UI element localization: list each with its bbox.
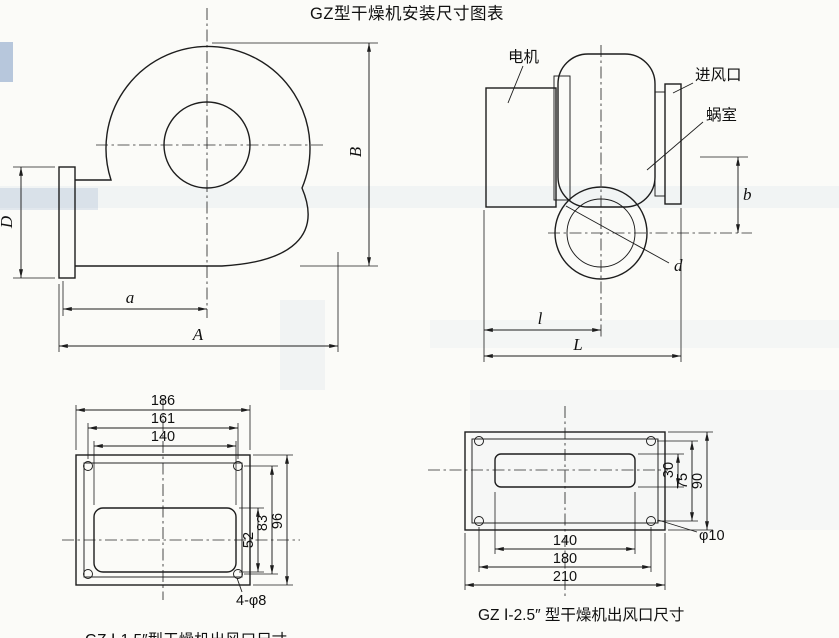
dimension-b: b: [700, 156, 752, 233]
motor-label: 电机: [508, 48, 540, 66]
outlet-duct-outer: [554, 186, 648, 280]
flange-inner-rect: [471, 438, 659, 524]
outlet-flange-right-drawing: 30 75 90 φ10 140: [428, 406, 725, 624]
dimension-30: 30: [638, 453, 684, 488]
holes-label-right: φ10: [699, 528, 725, 544]
dimension-52: 52: [239, 507, 264, 573]
dimension-96: 96: [253, 454, 293, 586]
dim-label-L: L: [572, 335, 582, 354]
dimension-83: 83: [244, 465, 278, 575]
holes-note-left: 4-φ8: [236, 577, 266, 609]
dimension-186: 186: [75, 393, 251, 450]
volute-outline: [75, 45, 311, 267]
flange-outer-rect: [75, 454, 251, 586]
flange-outer-rect: [464, 431, 666, 531]
dim-label-96: 96: [270, 513, 286, 529]
inlet-leader-line: [672, 82, 694, 94]
motor-body: [485, 87, 557, 208]
dim-label-140: 140: [151, 429, 175, 445]
dim-label-b: b: [743, 185, 752, 204]
dim-label-161: 161: [151, 411, 175, 427]
caption-left: GZ Ⅰ-1.5″型干燥机出风口尺寸: [85, 631, 287, 638]
dimension-D: D: [0, 166, 55, 279]
inlet-label: 进风口: [695, 66, 742, 84]
dim-label-30: 30: [661, 462, 677, 478]
dimension-140-right: 140: [494, 492, 636, 554]
outlet-opening: [93, 507, 237, 573]
dim-label-180: 180: [553, 551, 577, 567]
dimension-140: 140: [93, 429, 237, 505]
dim-label-140-right: 140: [553, 533, 577, 549]
dim-label-a: a: [126, 288, 135, 307]
dim-label-210: 210: [553, 569, 577, 585]
dim-label-B: B: [346, 146, 365, 157]
outlet-flange-left-drawing: 186 161 140 52: [62, 393, 300, 638]
bolt-hole: [233, 569, 243, 579]
dim-label-A: A: [192, 325, 204, 344]
outlet-duct-inner: [566, 198, 636, 268]
dim-label-52: 52: [241, 532, 257, 548]
page-title: GZ型干燥机安装尺寸图表: [310, 4, 504, 23]
motor-bracket: [553, 75, 571, 201]
dimension-180: 180: [478, 527, 652, 572]
dim-label-186: 186: [151, 393, 175, 409]
dimension-l: l: [483, 210, 601, 362]
bolt-hole: [233, 461, 243, 471]
motor-leader-line: [507, 65, 524, 104]
dimension-L: L: [484, 208, 682, 362]
holes-note-right: φ10: [657, 519, 725, 544]
side-view-drawing: D a A B: [0, 8, 378, 352]
bolt-hole: [83, 461, 93, 471]
dimension-161: 161: [87, 411, 239, 459]
dimension-B: B: [212, 42, 378, 267]
bolt-hole: [646, 436, 656, 446]
dim-label-90: 90: [690, 473, 706, 489]
dim-label-83: 83: [255, 515, 271, 531]
bolt-hole: [474, 436, 484, 446]
volute-label: 蜗室: [706, 106, 737, 124]
outlet-opening: [494, 453, 636, 488]
dimension-A: A: [58, 252, 339, 352]
dimension-210: 210: [464, 533, 666, 590]
dim-label-75: 75: [675, 473, 691, 489]
holes-label-left: 4-φ8: [236, 593, 266, 609]
dim-label-l: l: [538, 309, 543, 328]
dim-label-D: D: [0, 215, 16, 229]
impeller-circle: [163, 101, 251, 189]
outlet-flange-plate: [58, 166, 76, 279]
dimension-d: d: [565, 205, 683, 275]
front-view-drawing: 电机 进风口 蜗室 d b l L: [483, 45, 752, 362]
flange-inner-rect: [83, 462, 243, 578]
inlet-ring-inner: [654, 91, 666, 197]
inlet-ring-outer: [664, 83, 682, 205]
dimension-a: a: [62, 281, 207, 316]
dim-label-d: d: [674, 256, 683, 275]
caption-right: GZ Ⅰ-2.5″ 型干燥机出风口尺寸: [478, 606, 684, 624]
bolt-hole: [83, 569, 93, 579]
bolt-hole: [474, 516, 484, 526]
volute-leader-line: [646, 121, 704, 171]
bolt-hole: [646, 516, 656, 526]
dimension-75: 75: [657, 440, 698, 522]
fan-housing: [557, 53, 656, 208]
